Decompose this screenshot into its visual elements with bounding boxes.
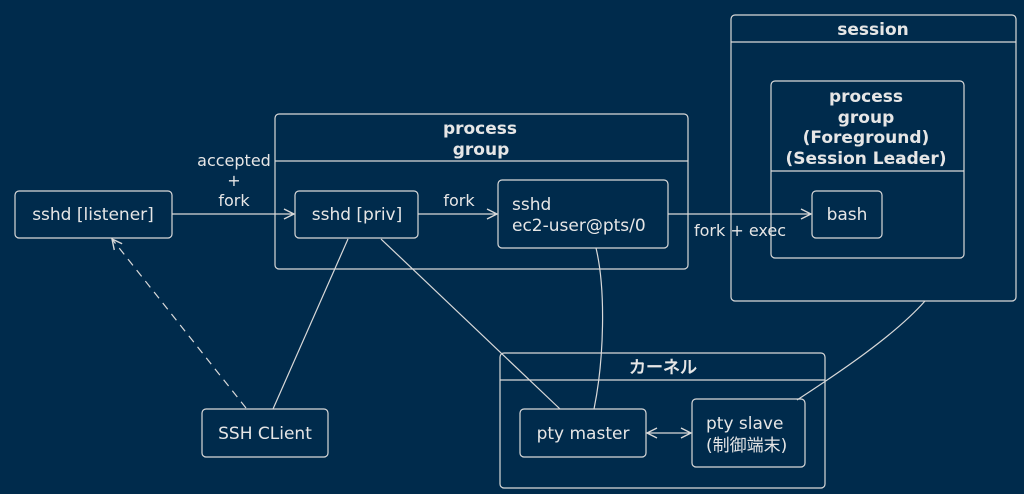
session-title: session <box>837 20 909 40</box>
pg1-title-line2: group <box>453 140 510 160</box>
pg1-title-line1: process <box>443 119 517 139</box>
node-bash-label: bash <box>827 205 868 225</box>
node-sshd-user-line1: sshd <box>512 195 551 215</box>
pg2-title-line3: (Foreground) <box>803 128 930 148</box>
node-pty-slave: pty slave (制御端末) <box>691 398 806 468</box>
node-pty-slave-line2: (制御端末) <box>706 436 787 456</box>
edge-session-to-ptyslave <box>796 300 926 401</box>
edge-label-accepted-line2: + <box>227 171 240 190</box>
edge-label-fork: fork <box>443 191 475 210</box>
edge-client-to-listener <box>112 239 247 409</box>
session-group: session <box>730 14 1017 302</box>
node-sshd-listener-label: sshd [listener] <box>32 205 154 225</box>
edge-priv-to-client <box>272 238 349 410</box>
pg2-title-line4: (Session Leader) <box>786 149 947 169</box>
edge-user-to-ptymaster <box>593 247 604 410</box>
node-pty-master: pty master <box>519 408 647 458</box>
process-group: process group <box>274 113 689 270</box>
node-sshd-priv-label: sshd [priv] <box>312 205 403 225</box>
node-sshd-user: sshd ec2-user@pts/0 <box>497 179 669 249</box>
pg2-title-line2: group <box>838 108 895 128</box>
edge-label-accepted-line1: accepted <box>197 151 271 170</box>
node-pty-master-label: pty master <box>537 424 630 444</box>
node-pty-slave-line1: pty slave <box>706 414 783 434</box>
pg2-title-line1: process <box>829 87 903 107</box>
node-ssh-client: SSH CLient <box>201 408 329 458</box>
kernel-group: カーネル <box>499 352 826 489</box>
kernel-title: カーネル <box>629 358 697 378</box>
node-bash: bash <box>811 190 883 239</box>
edge-label-fork-exec: fork + exec <box>694 221 786 240</box>
node-sshd-priv: sshd [priv] <box>294 190 419 239</box>
node-sshd-user-line2: ec2-user@pts/0 <box>512 216 646 236</box>
node-sshd-listener: sshd [listener] <box>14 190 173 239</box>
node-ssh-client-label: SSH CLient <box>218 424 312 444</box>
foreground-process-group: process group (Foreground) (Session Lead… <box>770 80 965 259</box>
edge-priv-to-ptymaster <box>380 238 561 410</box>
edge-label-accepted-line3: fork <box>218 191 250 210</box>
